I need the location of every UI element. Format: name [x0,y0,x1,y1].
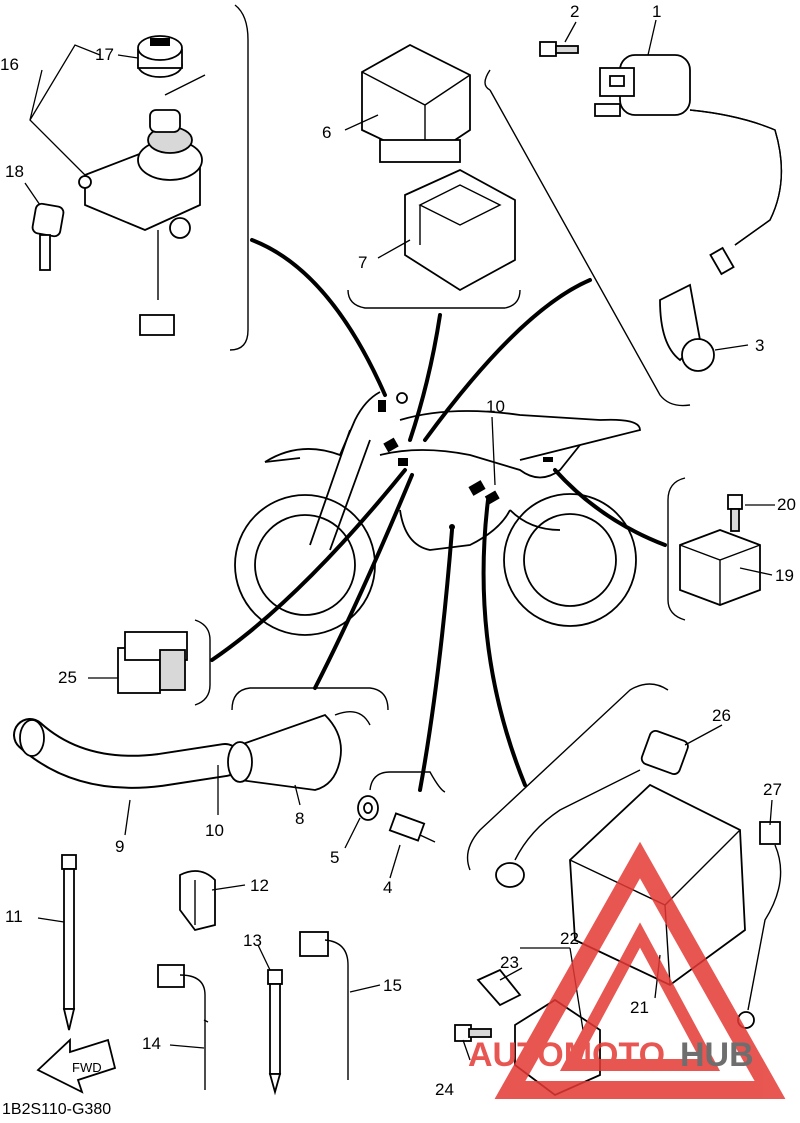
washer-5 [357,795,379,821]
bracket-relay-panel [347,289,521,309]
key-18 [31,202,65,271]
callout-1: 1 [652,2,661,21]
coupler-26 [495,729,689,888]
diagram-code: 1B2S110-G380 [2,1101,111,1118]
callout-23: 23 [500,953,519,972]
forward-arrow-label: FWD [72,1060,102,1075]
forward-arrow: FWD [36,1037,117,1094]
harness-cover-8 [227,711,371,791]
bracket-cdi-panel [466,683,669,871]
bracket-ignition-panel [229,4,249,351]
motorcycle-outline [234,391,641,636]
callout-15: 15 [383,976,402,995]
callout-10-top: 10 [486,397,505,416]
spark-plug-cap-3 [659,246,735,372]
bolt-24 [454,1024,492,1042]
bolt-20 [727,494,743,532]
callout-2: 2 [570,2,579,21]
motorcycle-markers [378,392,553,530]
callout-17: 17 [95,45,114,64]
leader-ignition [250,238,387,397]
sub-harness-14 [157,964,209,1090]
neutral-switch-4 [388,812,436,843]
callout-27: 27 [763,780,782,799]
callout-20: 20 [777,495,796,514]
bolt-2 [539,41,579,57]
callout-12: 12 [250,876,269,895]
leader-relay [408,313,442,442]
callout-14: 14 [142,1034,161,1053]
clamp-12 [179,870,216,932]
watermark-brand-part2: HUB [680,1036,754,1074]
callout-16: 16 [0,55,19,74]
relay-6 [361,43,471,163]
watermark-triangle-icon [494,841,786,1099]
rectifier-19 [679,529,761,606]
callout-22: 22 [560,929,579,948]
relay-cover-7 [404,168,516,292]
watermark-inner-triangle-icon [559,922,721,1071]
callout-labels: 1 2 3 4 5 6 7 8 9 10 10 11 12 13 14 15 1… [0,2,796,1099]
callout-19: 19 [775,566,794,585]
watermark-brand-part1: AUTOMOTO [468,1036,665,1074]
leader-rectifier [553,468,667,547]
bracket-harness-panel [231,687,389,711]
ignition-switch-16 [78,74,206,336]
callout-7: 7 [358,253,367,272]
callout-21: 21 [630,998,649,1017]
bracket-connector-panel [194,619,211,706]
callout-3: 3 [755,336,764,355]
callout-26: 26 [712,706,731,725]
callout-11: 11 [5,907,23,926]
key-cap-17 [137,35,183,78]
callout-8: 8 [295,809,304,828]
bracket-switch-panel [369,771,446,793]
leader-cdi [481,498,527,787]
ignition-coil-1 [594,54,783,246]
sub-harness-15 [299,931,349,1080]
callout-10-harness: 10 [205,821,224,840]
leader-switch [418,528,454,792]
callout-24: 24 [435,1080,454,1099]
callout-13: 13 [243,931,262,950]
leader-connector [210,468,407,662]
connector-25 [117,631,188,694]
leader-harness [313,473,414,690]
cable-tie-13 [267,969,283,1096]
callout-6: 6 [322,123,331,142]
leader-coil [423,278,592,442]
wire-harness-9 [13,718,242,789]
callout-4: 4 [383,878,392,897]
bracket-23 [476,968,522,1007]
callout-18: 18 [5,162,24,181]
bracket-coil-panel [484,69,691,407]
callout-5: 5 [330,848,339,867]
bracket-rectifier-panel [667,477,686,621]
callout-25: 25 [58,668,77,687]
watermark: AUTOMOTO HUB [468,841,786,1099]
cable-tie-11 [61,854,77,1031]
callout-9: 9 [115,837,124,856]
